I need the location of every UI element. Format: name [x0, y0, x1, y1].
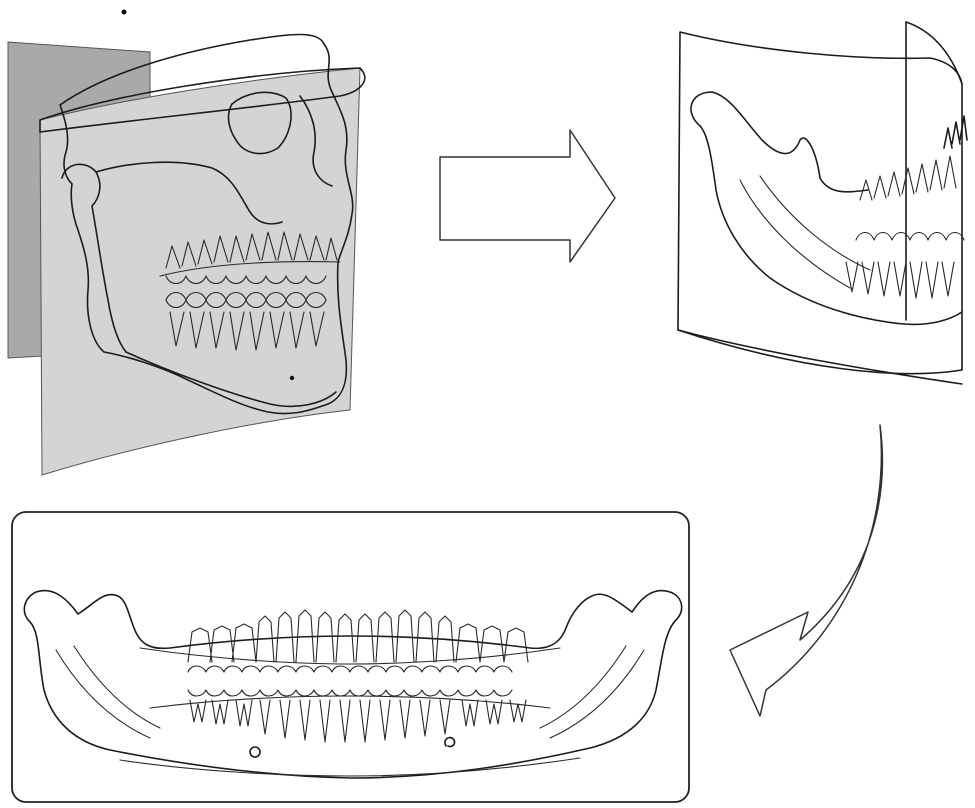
sheet-bottom-curve — [678, 330, 962, 384]
arrow-curved-down-left — [730, 425, 882, 716]
panoramic-panel — [12, 512, 689, 802]
skull-panel — [8, 10, 365, 476]
focal-trough-panel — [678, 22, 967, 384]
mental-foramen — [290, 376, 294, 380]
curved-image-sheet — [678, 32, 962, 374]
marker-dot — [122, 10, 127, 15]
trough-canal-lines — [740, 176, 870, 288]
trough-mandible — [691, 92, 962, 324]
arrow-right-block — [440, 130, 615, 262]
panoramic-frame — [12, 512, 689, 802]
trough-ramus-notch — [712, 92, 868, 192]
